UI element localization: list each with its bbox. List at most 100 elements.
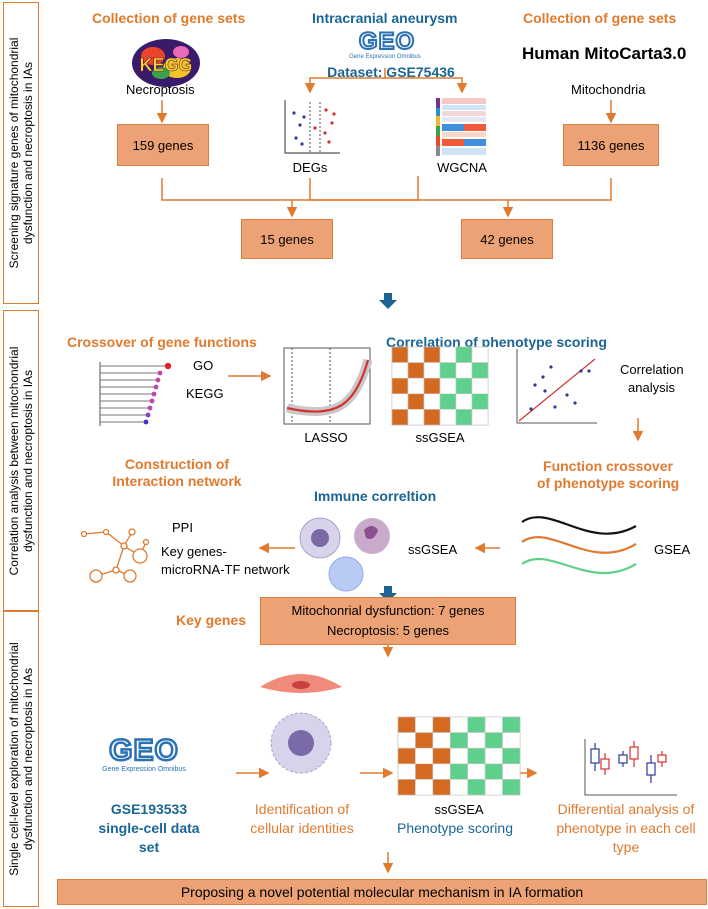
ssgsea-label-s2: ssGSEA: [415, 430, 465, 445]
grid-cell: [471, 409, 489, 426]
ssgsea-grid-icon-s3: [397, 716, 521, 796]
mitocarta-label: Human MitoCarta3.0: [522, 44, 687, 63]
grid-cell: [467, 747, 486, 765]
kegg-logo: KEGG: [131, 38, 201, 88]
grid-cell: [439, 377, 457, 395]
kegg-logo-graphic: KEGG: [132, 39, 200, 87]
section-2-bar: Correlation analysis between mitochondri…: [3, 310, 39, 612]
grid-cell: [397, 779, 416, 796]
grid-cell: [439, 393, 457, 410]
geo-logo-top: GEO Gene Expression Omnibus: [349, 29, 422, 61]
grid-cell: [484, 747, 503, 765]
wgcna-heatmap-icon: [436, 96, 488, 158]
grid-cell: [423, 393, 441, 410]
box-1136-genes: 1136 genes: [563, 124, 659, 166]
gse-dataset-label: GSE193533 single-cell data set: [98, 801, 200, 855]
grid-cell: [415, 763, 434, 780]
ssgsea-grid-graphic: [391, 346, 489, 426]
lollipop-plot-icon: [98, 360, 176, 428]
lasso-label: LASSO: [304, 430, 348, 445]
geo-logo-bottom: GEO Gene Expression Omnibus: [100, 734, 188, 773]
degs-label: DEGs: [292, 160, 328, 175]
grid-cell: [455, 409, 473, 426]
kegg-label: KEGG: [186, 386, 224, 401]
grid-cell: [471, 362, 489, 379]
function-crossover-header: Function crossover of phenotype scoring: [536, 458, 680, 491]
grid-cell: [449, 747, 469, 765]
grid-cell: [439, 409, 457, 426]
lollipop-plot-graphic: [99, 362, 172, 426]
grid-cell: [397, 732, 416, 749]
grid-cell: [439, 346, 457, 363]
lasso-plot-graphic: [283, 347, 373, 425]
grid-cell: [432, 779, 451, 796]
grid-cell: [397, 747, 416, 765]
grid-cell: [432, 716, 451, 733]
grid-cell: [397, 716, 416, 733]
grid-cell: [467, 716, 486, 733]
grid-cell: [423, 362, 441, 379]
grid-cell: [391, 409, 409, 426]
grid-cell: [449, 763, 469, 780]
gsea-waves-graphic: [521, 516, 637, 575]
grid-cell: [415, 747, 434, 765]
blue-arrow-1: [379, 293, 397, 309]
geo-logo-text-bottom: GEO: [108, 734, 179, 767]
grid-cell: [423, 377, 441, 395]
grid-cell: [502, 747, 521, 765]
cell-identity-graphic: [260, 674, 342, 774]
degs-plot-icon: [282, 98, 342, 156]
network-icon: [72, 520, 156, 592]
lasso-plot-icon: [282, 346, 373, 426]
immune-header: Immune correltion: [314, 488, 437, 504]
grid-cell: [407, 362, 425, 379]
keygenes-label-2: microRNA-TF network: [161, 562, 290, 577]
grid-cell: [407, 409, 425, 426]
grid-cell: [415, 716, 434, 733]
ssgsea-label-s3: ssGSEA: [434, 802, 484, 817]
ssgsea-grid-icon: [391, 346, 489, 426]
construction-header: Construction of Interaction network: [112, 456, 242, 489]
differential-analysis-label: Differential analysis of phenotype in ea…: [556, 801, 696, 855]
grid-cell: [391, 346, 409, 363]
wgcna-heatmap-graphic: [436, 98, 486, 156]
grid-cell: [502, 732, 521, 749]
correlation-plot-graphic: [516, 349, 597, 424]
analysis-label: analysis: [628, 380, 675, 395]
grid-cell: [484, 716, 503, 733]
grid-cell: [484, 779, 503, 796]
gsea-label: GSEA: [654, 542, 691, 557]
grid-cell: [449, 732, 469, 749]
grid-cell: [391, 393, 409, 410]
s1-left-header: Collection of gene sets: [92, 10, 246, 26]
box-159-genes: 159 genes: [117, 124, 209, 166]
grid-cell: [449, 716, 469, 733]
immune-ssgsea-label: ssGSEA: [408, 542, 458, 557]
phenotype-scoring-label: Phenotype scoring: [397, 820, 513, 836]
identification-label: Identification of cellular identities: [250, 801, 354, 836]
grid-cell: [467, 763, 486, 780]
grid-cell: [484, 732, 503, 749]
boxplot-graphic: [584, 739, 677, 796]
dataset-label: Dataset: GSE75436: [327, 64, 455, 80]
s1-center-header: Intracranial aneurysm: [312, 10, 458, 26]
keygenes-label-1: Key genes-: [161, 544, 227, 559]
s1-right-header: Collection of gene sets: [523, 10, 677, 26]
box-15-genes: 15 genes: [241, 219, 333, 259]
grid-cell: [484, 763, 503, 780]
grid-cell: [502, 716, 521, 733]
grid-cell: [432, 747, 451, 765]
network-graphic: [80, 528, 150, 583]
correlation-plot-icon: [515, 347, 599, 425]
section-1-bar: Screening signature genes of mitochondri…: [3, 2, 39, 304]
grid-cell: [391, 362, 409, 379]
ssgsea-grid-graphic-s3: [397, 716, 521, 796]
correlation-label: Correlation: [620, 362, 684, 377]
blue-arrow-2: [379, 586, 397, 602]
grid-cell: [455, 377, 473, 395]
grid-cell: [407, 377, 425, 395]
cell-identity-icons: [256, 665, 346, 781]
grid-cell: [397, 763, 416, 780]
section-3-bar: Single cell-level exploration of mitocho…: [3, 610, 39, 907]
